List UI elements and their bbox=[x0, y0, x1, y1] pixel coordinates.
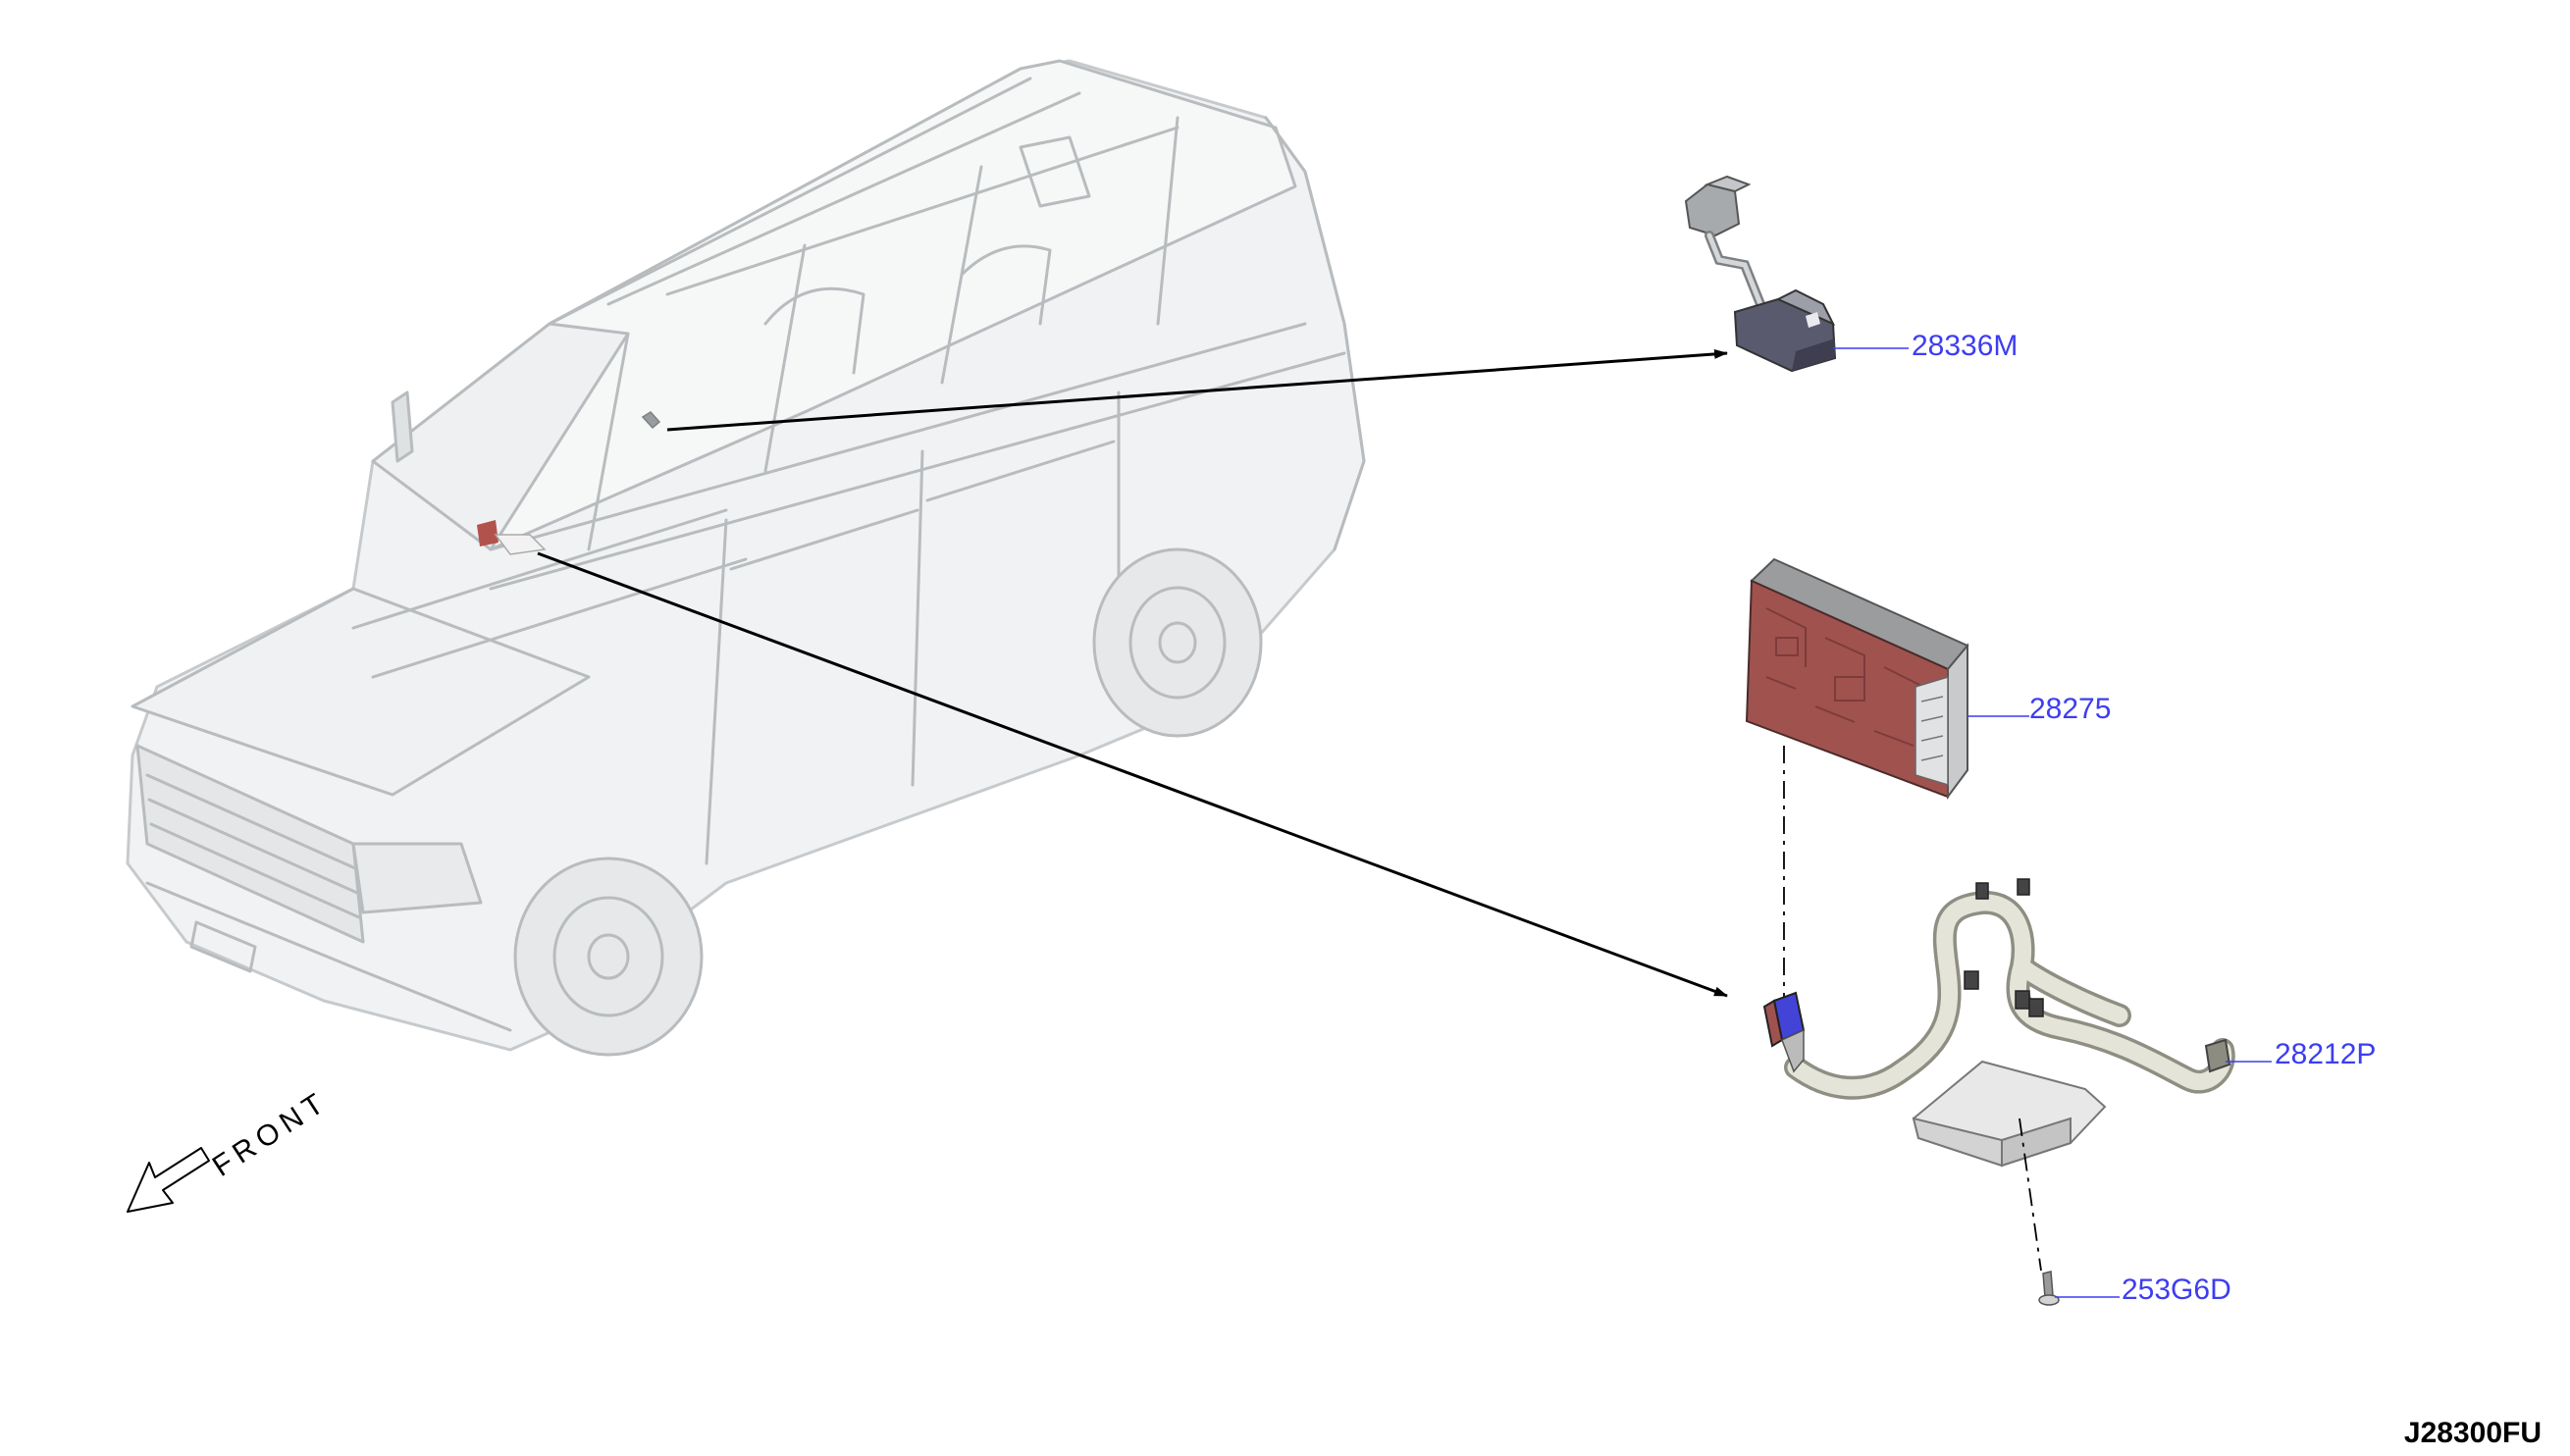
part-28212p-harness[interactable] bbox=[1762, 878, 2235, 1168]
part-253g6d-bolt[interactable] bbox=[2038, 1271, 2060, 1306]
figure-code: J28300FU bbox=[2404, 1417, 2542, 1449]
location-marker-module bbox=[477, 520, 547, 555]
vehicle-illustration bbox=[126, 59, 1366, 1057]
part-28275-control-module[interactable] bbox=[1745, 557, 1969, 801]
part-28336m-sensor[interactable] bbox=[1684, 175, 1837, 373]
leader-arrow-sensor bbox=[666, 348, 1728, 432]
arrow-front-icon bbox=[127, 1147, 210, 1213]
part-label-253g6d[interactable]: 253G6D bbox=[2122, 1274, 2231, 1306]
part-label-28275[interactable]: 28275 bbox=[2029, 693, 2111, 725]
part-label-28212p[interactable]: 28212P bbox=[2275, 1038, 2376, 1070]
front-label: FRONT bbox=[207, 1085, 335, 1183]
leader-arrow-module bbox=[537, 551, 1728, 998]
front-direction-indicator: FRONT bbox=[127, 1085, 335, 1213]
alignment-line-bolt bbox=[2019, 1118, 2042, 1272]
part-label-28336m[interactable]: 28336M bbox=[1912, 330, 2018, 362]
location-marker-sensor bbox=[641, 411, 661, 430]
